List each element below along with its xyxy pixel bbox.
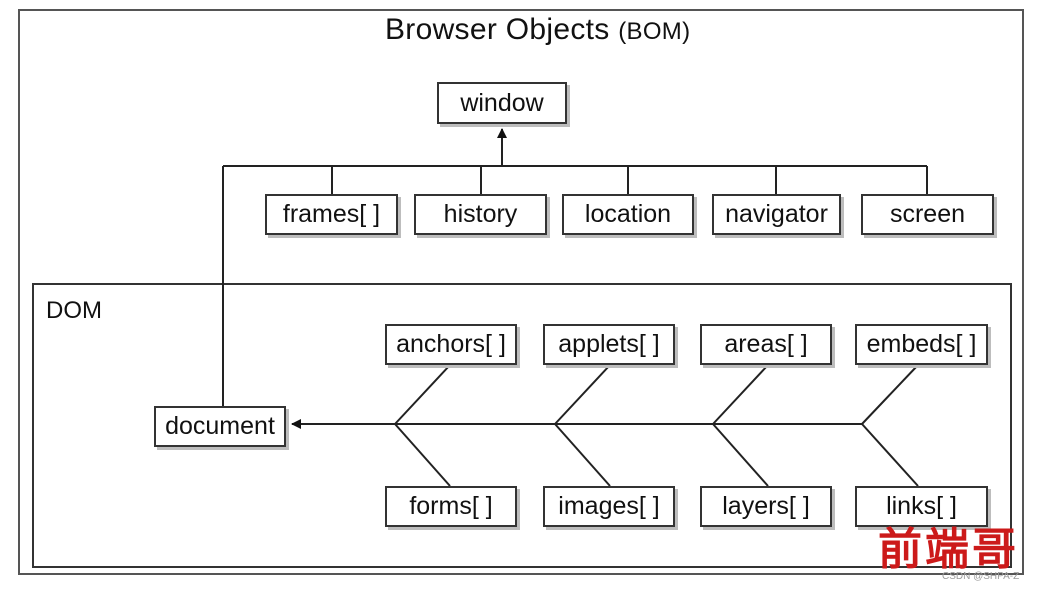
applets-branch [554, 364, 611, 425]
node-forms: forms[ ] [385, 486, 517, 527]
watermark-logo: 前端哥 [878, 524, 1019, 575]
forms-branch [394, 423, 451, 487]
links-branch [861, 423, 919, 487]
node-images: images[ ] [543, 486, 675, 527]
node-embeds: embeds[ ] [855, 324, 988, 365]
node-anchors: anchors[ ] [385, 324, 517, 365]
diagram-title: Browser Objects (BOM) [385, 13, 690, 47]
bom-container [18, 9, 1024, 575]
anchors-branch [394, 364, 451, 425]
node-links: links[ ] [855, 486, 988, 527]
dom-container [32, 283, 1012, 568]
images-branch [554, 423, 611, 487]
node-window: window [437, 82, 567, 124]
node-layers: layers[ ] [700, 486, 832, 527]
node-applets: applets[ ] [543, 324, 675, 365]
node-history: history [414, 194, 547, 235]
node-location: location [562, 194, 694, 235]
node-document: document [154, 406, 286, 447]
layers-branch [712, 423, 769, 487]
node-areas: areas[ ] [700, 324, 832, 365]
node-screen: screen [861, 194, 994, 235]
areas-branch [712, 364, 769, 425]
watermark-credit: CSDN @SHPA-Z [942, 571, 1020, 582]
embeds-branch [861, 364, 919, 425]
node-navigator: navigator [712, 194, 841, 235]
dom-label: DOM [46, 297, 102, 324]
title-text: Browser Objects [385, 13, 610, 46]
title-abbreviation: (BOM) [618, 18, 691, 45]
node-frames: frames[ ] [265, 194, 398, 235]
